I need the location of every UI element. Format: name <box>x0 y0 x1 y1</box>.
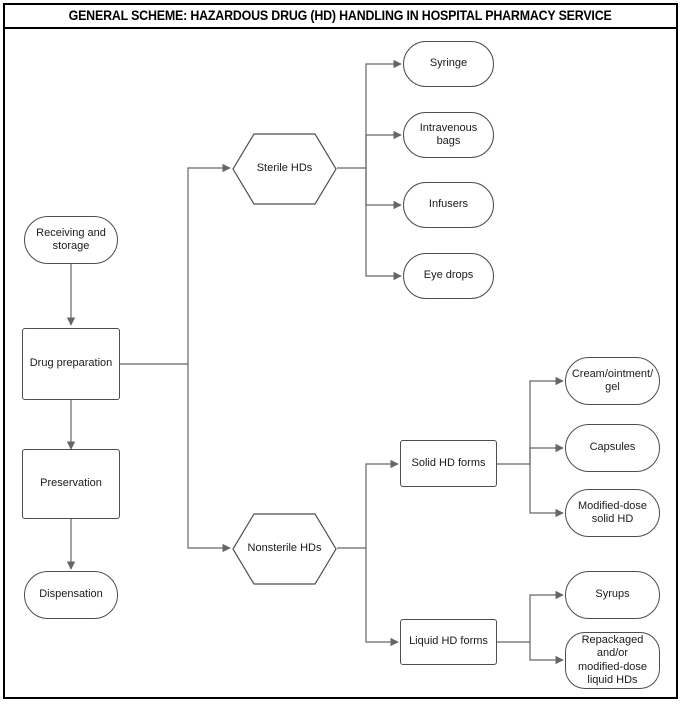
node-dispensation[interactable]: Dispensation <box>24 571 118 619</box>
node-receiving-and-storage[interactable]: Receiving and storage <box>24 216 118 264</box>
node-label: Sterile HDs <box>256 162 313 175</box>
edge-solid-to-cream <box>497 376 564 465</box>
node-capsules[interactable]: Capsules <box>565 424 660 472</box>
node-label: Infusers <box>428 198 469 211</box>
node-label: Intravenous bags <box>419 121 478 148</box>
edge-liquid-to-repackaged <box>529 642 564 665</box>
node-label: Solid HD forms <box>411 456 486 469</box>
node-label: Modified-dose solid HD <box>577 499 648 526</box>
node-label: Capsules <box>589 441 636 454</box>
edge-solid-to-capsules <box>529 443 564 464</box>
diagram-title-bar: GENERAL SCHEME: HAZARDOUS DRUG (HD) HAND… <box>3 3 678 29</box>
node-label: Repackaged and/or modified-dose liquid H… <box>577 633 648 687</box>
node-repackaged-liquid-hds[interactable]: Repackaged and/or modified-dose liquid H… <box>565 632 660 689</box>
node-eye-drops[interactable]: Eye drops <box>403 253 494 299</box>
edge-nonsterile-to-liquid <box>365 548 399 647</box>
edge-sterile-to-infusers <box>365 168 402 210</box>
node-solid-hd-forms[interactable]: Solid HD forms <box>400 440 497 487</box>
diagram-frame <box>3 3 678 699</box>
node-label: Liquid HD forms <box>409 635 488 648</box>
node-label: Syringe <box>429 57 468 70</box>
node-label: Syrups <box>595 588 630 601</box>
node-label: Receiving and storage <box>36 226 106 253</box>
node-intravenous-bags[interactable]: Intravenous bags <box>403 112 494 158</box>
node-label: Preservation <box>40 477 102 490</box>
node-sterile-hds[interactable]: Sterile HDs <box>232 133 337 205</box>
hexagon-shape <box>232 513 337 585</box>
node-syrups[interactable]: Syrups <box>565 571 660 619</box>
node-label: Nonsterile HDs <box>247 542 322 555</box>
node-modified-dose-solid-hd[interactable]: Modified-dose solid HD <box>565 489 660 537</box>
edge-solid-to-modsolid <box>529 464 564 518</box>
node-infusers[interactable]: Infusers <box>403 182 494 228</box>
edge-preparation-to-nonsterile <box>187 364 231 553</box>
node-label: Dispensation <box>39 588 103 601</box>
edge-sterile-to-syringe <box>337 59 402 169</box>
page-title: GENERAL SCHEME: HAZARDOUS DRUG (HD) HAND… <box>69 7 612 23</box>
node-label: Eye drops <box>423 269 474 282</box>
node-nonsterile-hds[interactable]: Nonsterile HDs <box>232 513 337 585</box>
hexagon-shape <box>232 133 337 205</box>
edge-sterile-to-eyedrops <box>365 168 402 281</box>
edge-sterile-to-ivbags <box>365 130 402 168</box>
node-preservation[interactable]: Preservation <box>22 449 120 519</box>
edge-liquid-to-syrups <box>497 590 564 643</box>
node-cream-ointment-gel[interactable]: Cream/ointment/ gel <box>565 357 660 405</box>
node-drug-preparation[interactable]: Drug preparation <box>22 328 120 400</box>
edge-nonsterile-to-solid <box>337 459 399 549</box>
edge-preparation-to-sterile <box>120 163 231 365</box>
node-liquid-hd-forms[interactable]: Liquid HD forms <box>400 619 497 665</box>
node-label: Drug preparation <box>29 357 113 370</box>
node-label: Cream/ointment/ gel <box>571 367 654 394</box>
node-syringe[interactable]: Syringe <box>403 41 494 87</box>
